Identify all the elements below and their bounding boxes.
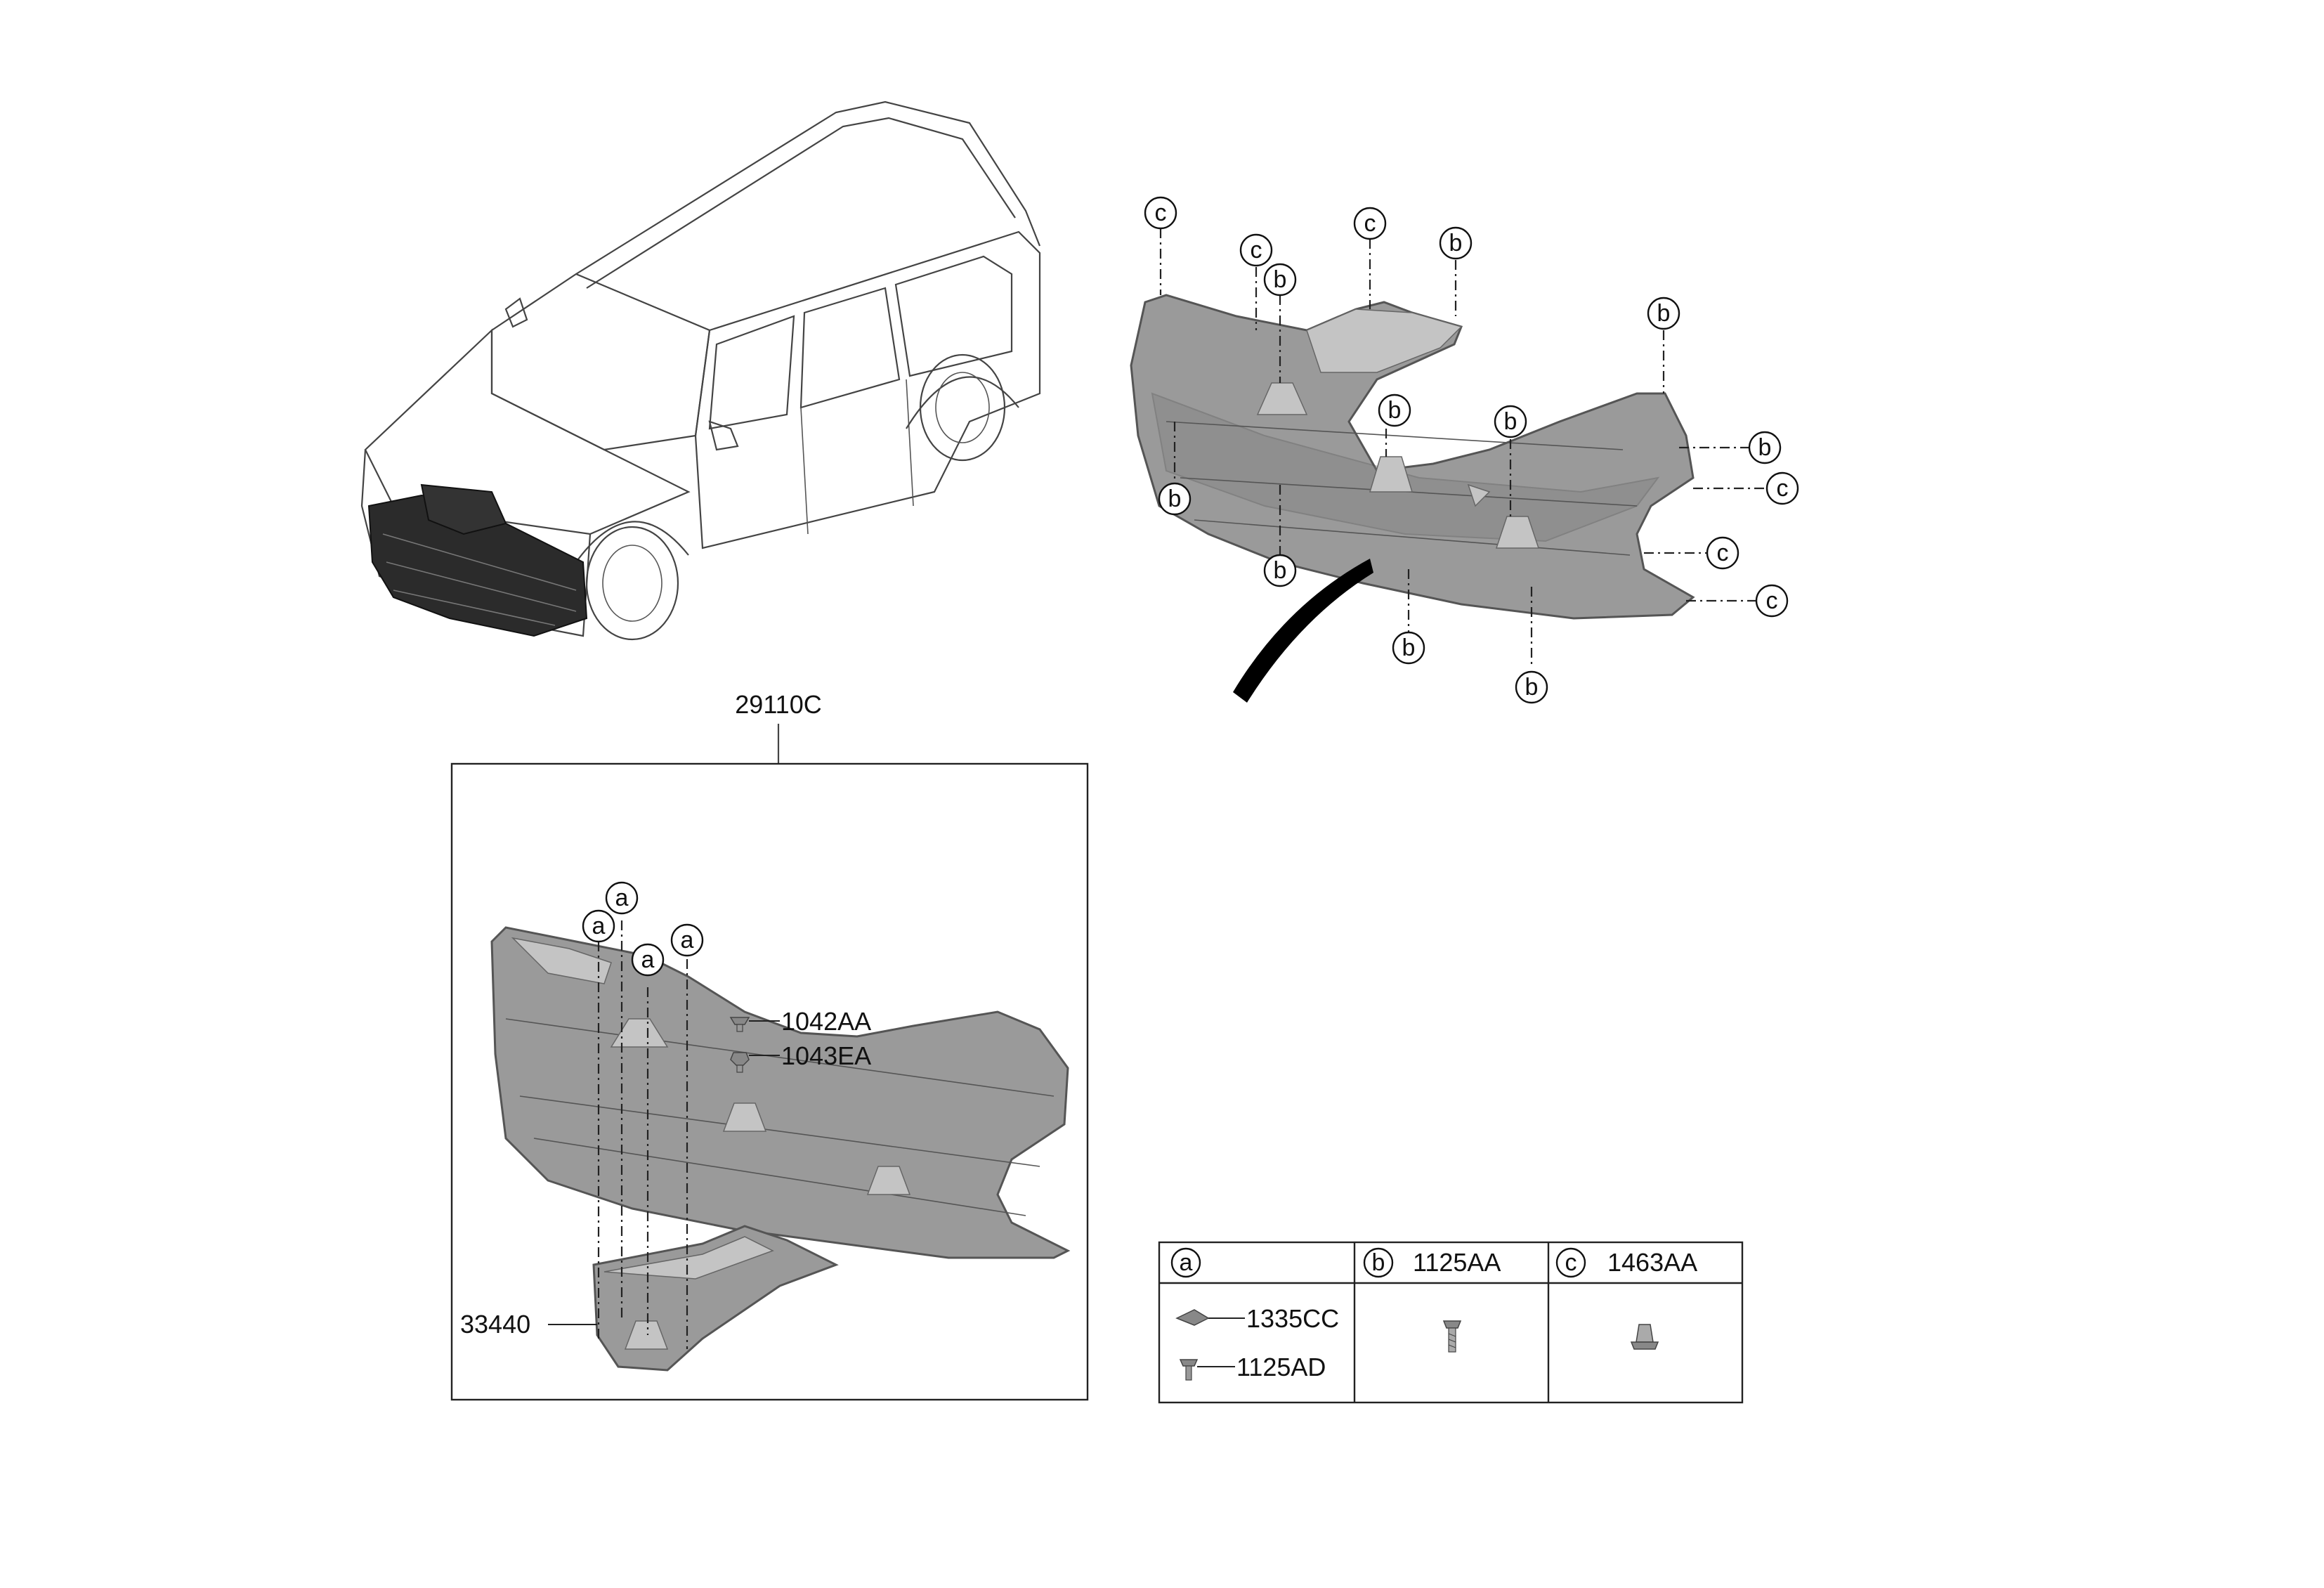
svg-text:a: a (641, 946, 655, 973)
part-number-1043EA: 1043EA (781, 1041, 871, 1070)
callout-c-6: c (1755, 584, 1789, 618)
svg-text:b: b (1402, 634, 1416, 661)
callout-c-4: c (1765, 471, 1799, 505)
assembly-29110C: 29110C a a a a 1042AA (450, 690, 1089, 1401)
svg-text:a: a (681, 927, 694, 954)
part-number-29110C: 29110C (735, 690, 821, 719)
callout-b-7: b (1263, 554, 1297, 587)
callout-a-2: a (605, 881, 639, 915)
callout-c-1: c (1144, 196, 1177, 230)
svg-text:a: a (1180, 1249, 1193, 1276)
svg-text:c: c (1717, 540, 1729, 566)
callout-b-3: b (1647, 297, 1680, 330)
svg-text:b: b (1274, 266, 1287, 293)
legend-header-a: a (1170, 1247, 1201, 1278)
svg-text:c: c (1155, 200, 1167, 226)
legend-part-1125AA: 1125AA (1413, 1248, 1501, 1277)
clip-icon (1175, 1309, 1210, 1326)
callout-b-10: b (1748, 431, 1782, 464)
svg-text:a: a (592, 913, 606, 939)
part-number-1042AA: 1042AA (781, 1007, 871, 1036)
svg-text:b: b (1168, 486, 1182, 512)
legend-part-1335CC: 1335CC (1246, 1304, 1339, 1333)
svg-text:b: b (1449, 230, 1463, 256)
screw-icon (1179, 1359, 1199, 1381)
svg-text:c: c (1364, 210, 1376, 237)
callout-b-1: b (1263, 263, 1297, 297)
part-number-33440: 33440 (460, 1310, 530, 1339)
nut-icon (730, 1052, 750, 1073)
svg-text:b: b (1388, 397, 1402, 424)
callout-c-3: c (1353, 207, 1387, 240)
callout-b-4: b (1378, 393, 1411, 427)
callout-c-2: c (1239, 233, 1273, 267)
car-outline-icon (360, 100, 1041, 641)
svg-text:b: b (1758, 434, 1772, 461)
svg-text:c: c (1777, 475, 1789, 502)
svg-text:b: b (1274, 557, 1287, 584)
callout-b-2: b (1439, 226, 1473, 260)
svg-text:b: b (1372, 1249, 1385, 1276)
callout-b-6: b (1158, 482, 1192, 516)
under-cover-panel-icon (1130, 294, 1695, 703)
legend-header-b: b 1125AA (1363, 1247, 1501, 1278)
svg-text:b: b (1525, 674, 1539, 701)
callout-a-4: a (670, 923, 704, 957)
callout-a-1: a (582, 909, 615, 943)
legend-part-1125AD: 1125AD (1236, 1353, 1326, 1381)
callout-c-5: c (1706, 536, 1739, 570)
fastener-legend-table: a b 1125AA c 1463AA 1335CC 1125AD (1158, 1241, 1744, 1404)
callout-b-9: b (1515, 670, 1548, 704)
clip-icon (1630, 1324, 1659, 1350)
arrow-icon (1233, 559, 1373, 703)
legend-header-c: c 1463AA (1555, 1247, 1697, 1278)
svg-text:c: c (1251, 237, 1262, 263)
callout-b-8: b (1392, 631, 1425, 665)
callout-b-5: b (1494, 405, 1527, 438)
callout-a-3: a (631, 943, 665, 977)
screw-icon (1442, 1320, 1462, 1353)
callout-leaders-top (1159, 228, 1767, 668)
clip-icon (729, 1017, 750, 1032)
legend-part-1463AA: 1463AA (1607, 1248, 1697, 1277)
svg-text:c: c (1565, 1249, 1577, 1276)
svg-text:a: a (615, 885, 629, 911)
svg-text:b: b (1657, 300, 1671, 327)
svg-text:c: c (1766, 587, 1778, 614)
svg-text:b: b (1504, 408, 1517, 435)
